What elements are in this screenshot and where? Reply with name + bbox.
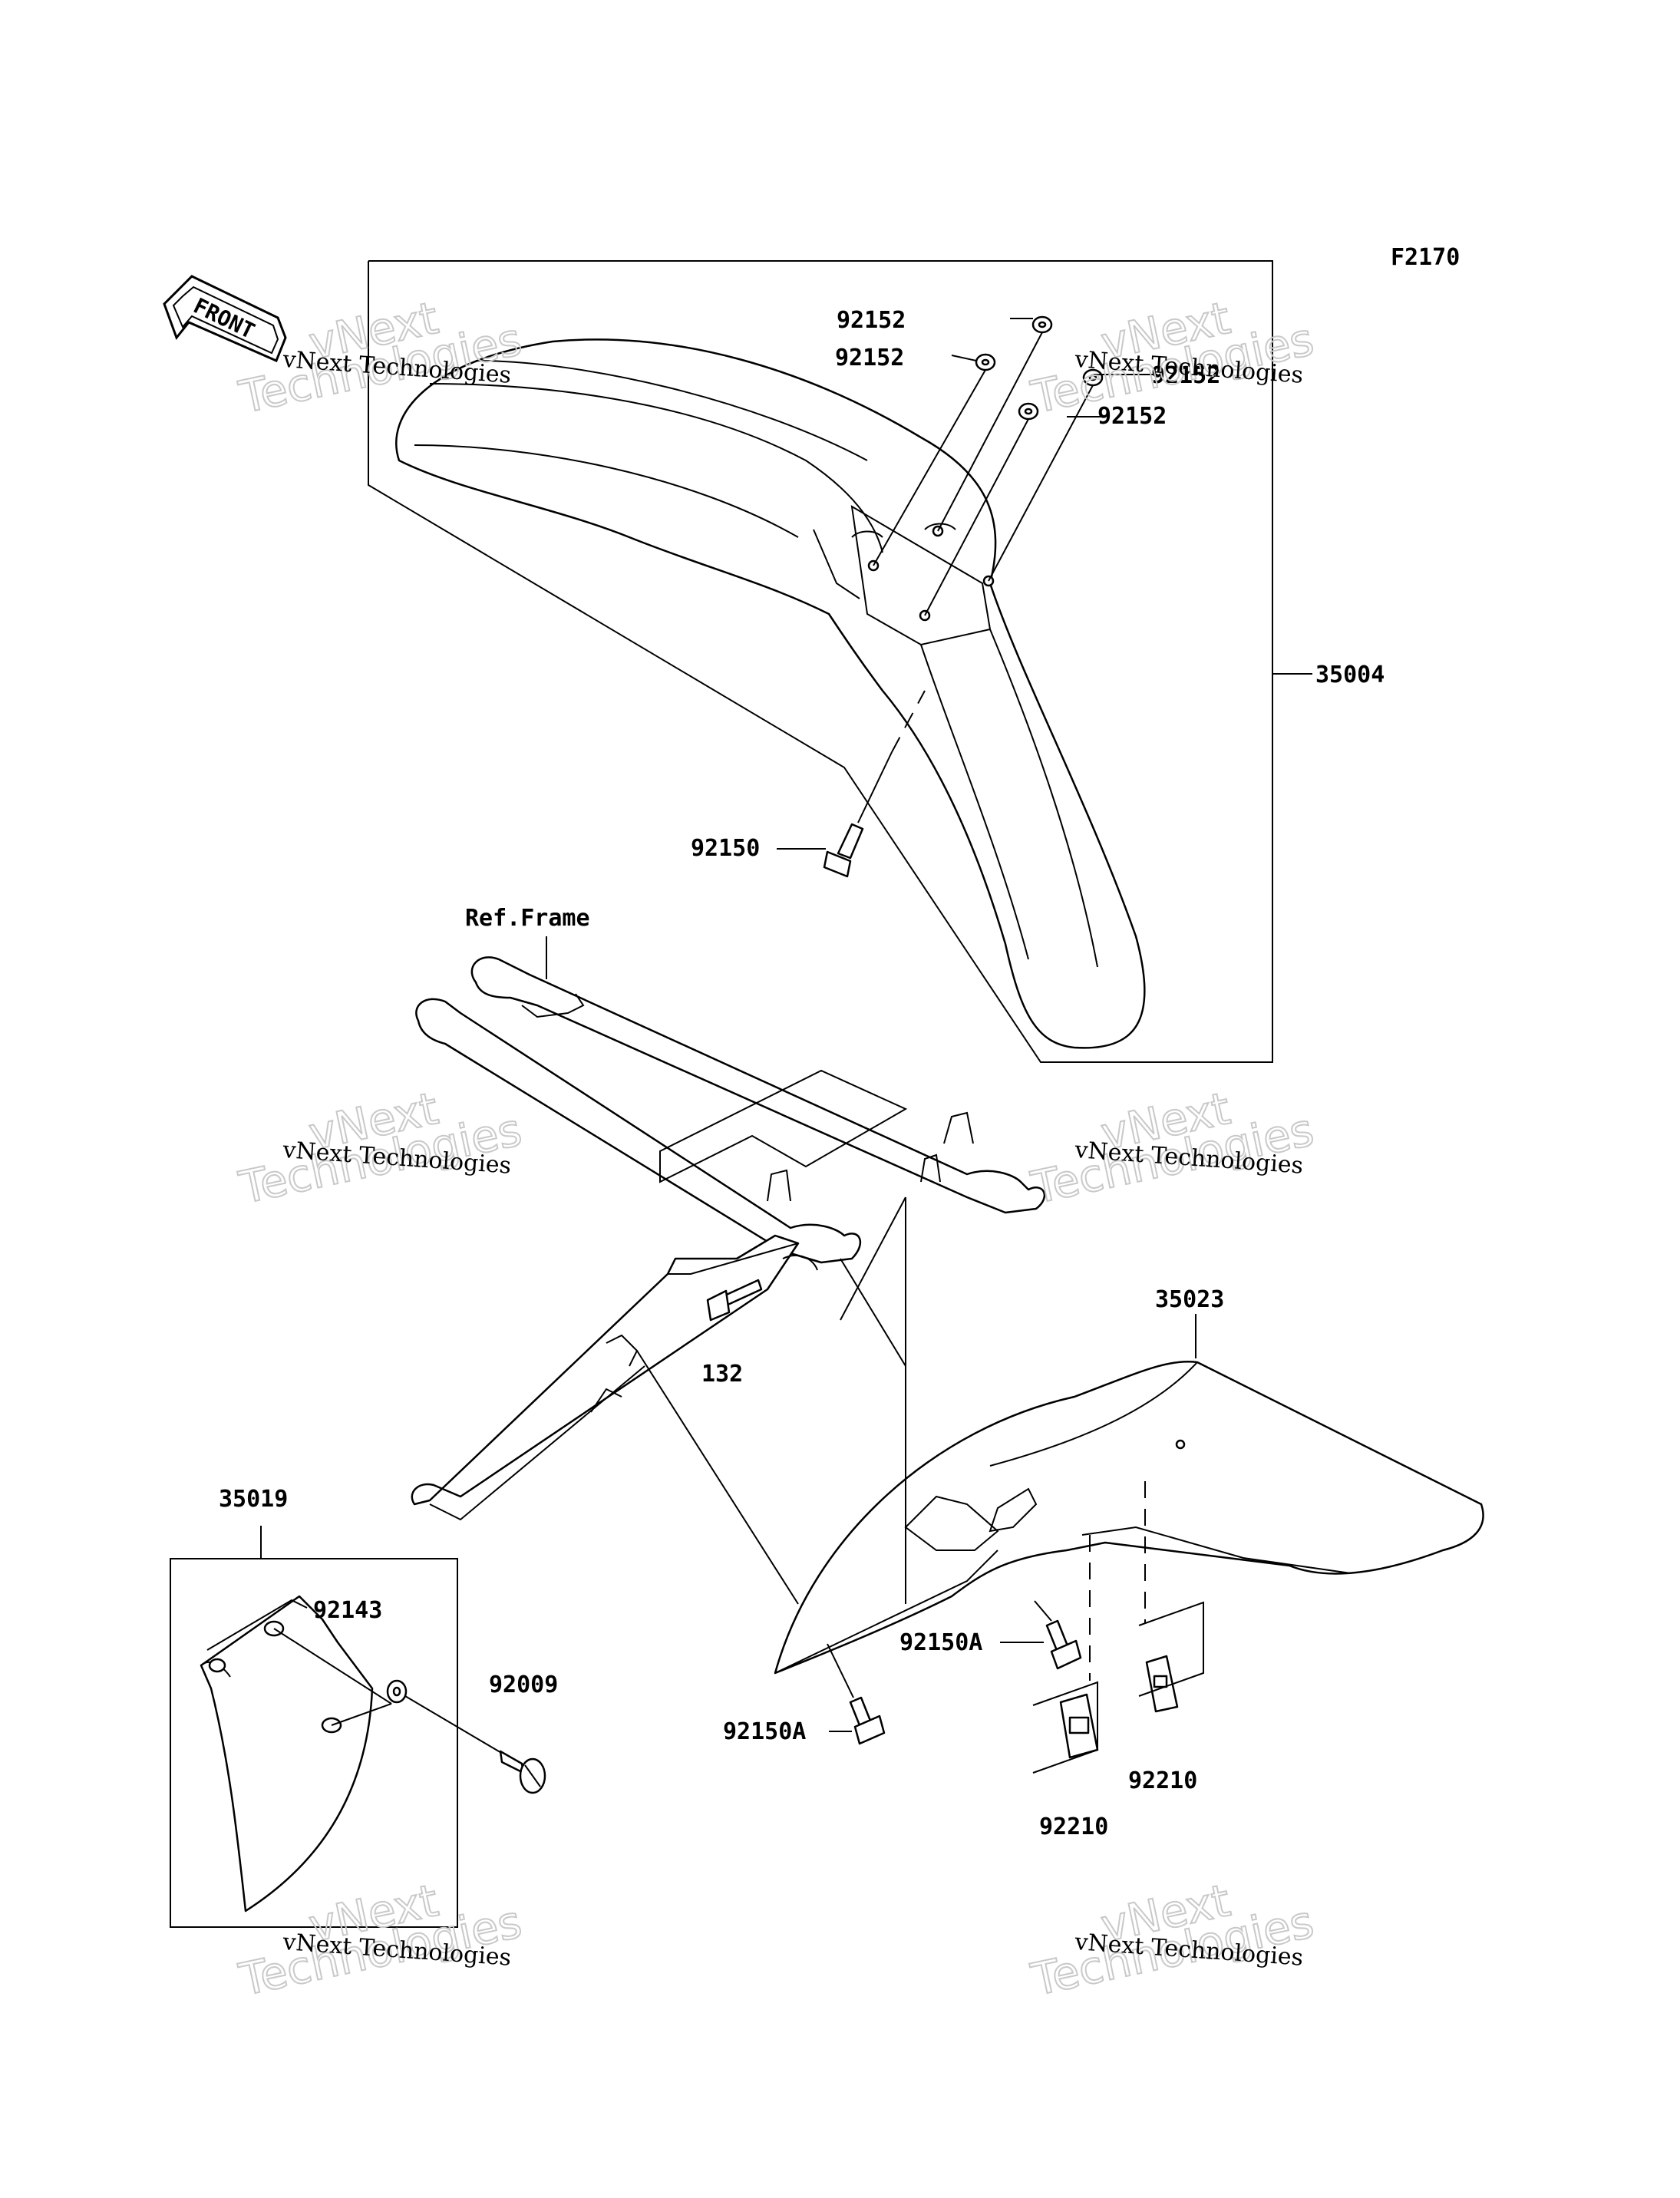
label-washer-a: 92152 [837,307,906,334]
label-washer-flap: 92143 [313,1597,382,1624]
rear-fender [774,1361,1484,1675]
front-fender-group-box [368,260,1273,1063]
screw-icon [499,1750,546,1794]
bolt-icon [823,823,864,878]
front-arrow-icon: FRONT [163,275,287,362]
label-screw-flap: 92009 [489,1672,558,1698]
label-bolt-rear-a: 92150A [899,1629,982,1656]
label-bolt-rear-b: 92150A [723,1718,806,1745]
reference-frame [411,956,1045,1521]
bolt-icon [849,1619,1082,1745]
label-nut-a: 92210 [1039,1814,1108,1840]
label-nut-b: 92210 [1128,1767,1197,1794]
mud-flap [200,1595,374,1913]
flap-group-box [170,1558,458,1928]
label-front-fender: 35004 [1315,662,1385,688]
label-washer-c: 92152 [1151,362,1220,389]
label-bolt-front: 92150 [691,835,760,862]
diagram-code: F2170 [1391,244,1460,271]
bolt-icon [706,1279,763,1322]
label-washer-b: 92152 [835,345,904,371]
washer-icon [386,1679,408,1704]
label-rear-fender: 35023 [1155,1286,1224,1313]
label-bolt-frame: 132 [701,1361,743,1388]
front-fender [395,338,1146,1049]
label-washer-d: 92152 [1097,403,1167,430]
ref-frame-label: Ref.Frame [465,905,590,932]
label-flap: 35019 [219,1486,288,1513]
nut-icon [1059,1655,1179,1759]
